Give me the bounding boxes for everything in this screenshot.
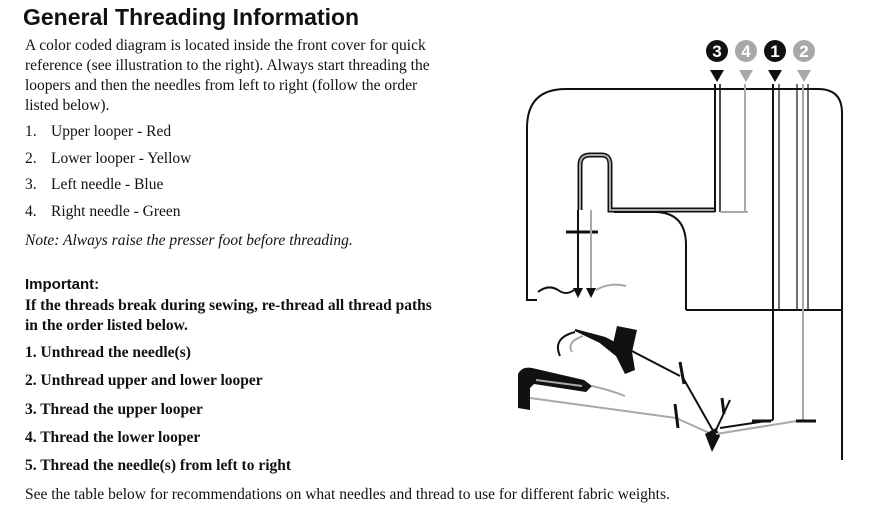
list-item: 2. Unthread upper and lower looper bbox=[25, 372, 263, 390]
important-text: If the threads break during sewing, re-t… bbox=[25, 297, 432, 334]
machine-body-outline bbox=[526, 88, 843, 460]
looper-holder bbox=[612, 326, 637, 374]
badge-arrow bbox=[710, 70, 724, 82]
lower-looper bbox=[518, 367, 592, 410]
badge-3: 3 bbox=[706, 40, 728, 82]
presser-foot-note: Note: Always raise the presser foot befo… bbox=[25, 232, 353, 249]
list-item: 1. Unthread the needle(s) bbox=[25, 344, 191, 361]
badge-1: 1 bbox=[764, 40, 786, 82]
list-item: 5. Thread the needle(s) from left to rig… bbox=[25, 457, 292, 475]
badge-circle bbox=[706, 40, 728, 62]
badge-arrow bbox=[797, 70, 811, 82]
badge-circle bbox=[735, 40, 757, 62]
list-item: 4.Right needle - Green bbox=[25, 202, 181, 220]
list-item: 1.Upper looper - Red bbox=[25, 123, 172, 140]
thread-guide bbox=[577, 152, 715, 213]
fabric-thread bbox=[537, 286, 575, 294]
important-heading: Important: bbox=[25, 276, 100, 293]
intro-paragraph: A color coded diagram is located inside … bbox=[25, 37, 430, 114]
footer-text: See the table below for recommendations … bbox=[25, 486, 670, 503]
badge-arrow bbox=[739, 70, 753, 82]
badge-label: 2 bbox=[799, 42, 808, 61]
badge-label: 4 bbox=[741, 42, 751, 61]
badge-arrow bbox=[768, 70, 782, 82]
badge-label: 3 bbox=[712, 42, 721, 61]
badge-2: 2 bbox=[793, 40, 815, 82]
badge-circle bbox=[764, 40, 786, 62]
rethread-steps-list: 1. Unthread the needle(s) 2. Unthread up… bbox=[25, 343, 291, 484]
list-item: 4. Thread the lower looper bbox=[25, 428, 201, 446]
list-item: 3.Left needle - Blue bbox=[25, 176, 164, 193]
page-title: General Threading Information bbox=[23, 4, 360, 30]
list-item: 2.Lower looper - Yellow bbox=[25, 149, 192, 167]
thread-guide-inner bbox=[579, 154, 715, 211]
badge-label: 1 bbox=[770, 42, 779, 61]
machine-arm-outline bbox=[614, 211, 687, 310]
badge-4: 4 bbox=[735, 40, 757, 82]
list-item: 3. Thread the upper looper bbox=[25, 400, 203, 418]
thread-order-list: 1.Upper looper - Red 2.Lower looper - Ye… bbox=[25, 122, 191, 228]
badge-circle bbox=[793, 40, 815, 62]
